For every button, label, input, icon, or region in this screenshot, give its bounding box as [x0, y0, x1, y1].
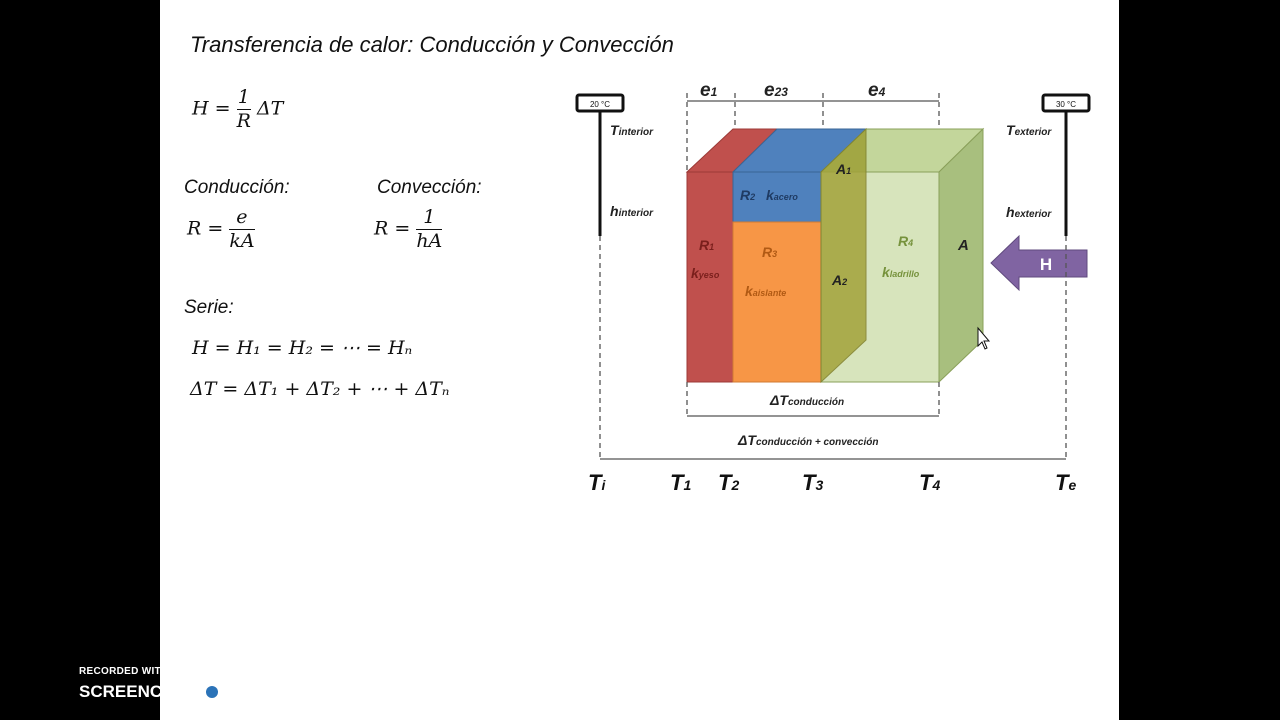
heat-rhs: ΔT — [256, 97, 284, 120]
svg-text:30 °C: 30 °C — [1056, 100, 1076, 109]
layer1-yeso — [686, 171, 734, 383]
heat-flow-arrow — [990, 234, 1088, 292]
a2-label: A2 — [831, 272, 847, 288]
series-heat-equation: H = H₁ = H₂ = ⋯ = Hₙ — [192, 337, 413, 359]
wall-diagram: e1 e23 e4 R1 kyeso R2 kacero R3 kaislant… — [575, 80, 1091, 495]
k4-label: kladrillo — [882, 264, 920, 280]
thermometer-right: 30 °C — [1041, 93, 1091, 236]
k1-label: kyeso — [691, 265, 720, 281]
watermark-brand-b: MATIC — [228, 682, 281, 701]
e23-label: e23 — [764, 80, 788, 101]
temp-t4: T4 — [919, 470, 940, 495]
conduction-formula: R = e kA — [187, 206, 255, 253]
heat-lhs: H = — [192, 97, 231, 120]
thermometer-left: 20 °C — [575, 93, 625, 236]
series-label: Serie: — [184, 297, 234, 318]
temp-t2: T2 — [718, 470, 739, 495]
t-exterior-label: Texterior — [1006, 122, 1052, 138]
layer3-aislante — [732, 221, 822, 383]
watermark-brand-a: SCREENCAST — [79, 682, 197, 701]
convection-den: hA — [416, 229, 443, 252]
conduction-num: e — [236, 206, 248, 228]
e4-label: e4 — [868, 80, 886, 101]
area-a2-plane — [820, 127, 867, 384]
screencast-logo-icon — [199, 679, 226, 705]
temp-te: Te — [1055, 470, 1076, 495]
conduction-den: kA — [229, 229, 255, 252]
watermark-recorded-with: RECORDED WITH — [79, 666, 169, 677]
temp-t1: T1 — [670, 470, 691, 495]
mouse-cursor-icon — [977, 326, 991, 350]
heat-flow-label: H — [1040, 255, 1052, 274]
temp-t3: T3 — [802, 470, 823, 495]
convection-num: 1 — [423, 206, 436, 228]
slide: Transferencia de calor: Conducción y Con… — [160, 0, 1119, 720]
series-temp-equation: ΔT = ΔT₁ + ΔT₂ + ⋯ + ΔTₙ — [190, 378, 450, 400]
watermark-brand: SCREENCAST MATIC — [79, 679, 281, 705]
convection-label: Convección: — [377, 177, 482, 198]
t-interior-label: Tinterior — [610, 122, 654, 138]
convection-fraction: 1 hA — [416, 206, 443, 253]
a-label: A — [957, 237, 969, 254]
conduction-label: Conducción: — [184, 177, 290, 198]
h-interior-label: hinterior — [610, 203, 654, 219]
r2-label: R2 — [740, 187, 755, 203]
k3-label: kaislante — [745, 283, 786, 299]
r3-label: R3 — [762, 244, 777, 260]
svg-text:20 °C: 20 °C — [590, 100, 610, 109]
r1-label: R1 — [699, 237, 714, 253]
heat-formula: H = 1 R ΔT — [192, 86, 283, 133]
dt-conduction-label: ΔTconducción — [769, 392, 844, 408]
layer2-acero — [732, 171, 822, 223]
layer4-side — [938, 127, 984, 384]
conduction-lhs: R = — [187, 217, 224, 240]
k2-label: kacero — [766, 187, 798, 203]
heat-den: R — [236, 109, 251, 132]
r4-label: R4 — [898, 233, 913, 249]
heat-fraction: 1 R — [236, 86, 251, 133]
dt-total-label: ΔTconducción + convección — [737, 432, 878, 448]
convection-lhs: R = — [374, 217, 411, 240]
heat-num: 1 — [237, 86, 250, 108]
h-exterior-label: hexterior — [1006, 204, 1052, 220]
conduction-fraction: e kA — [229, 206, 255, 253]
e1-label: e1 — [700, 80, 718, 101]
a1-label: A1 — [835, 161, 851, 177]
screencast-watermark: RECORDED WITH SCREENCAST MATIC — [79, 666, 281, 705]
temp-ti: Ti — [588, 470, 606, 495]
convection-formula: R = 1 hA — [374, 206, 443, 253]
slide-title: Transferencia de calor: Conducción y Con… — [190, 32, 674, 57]
